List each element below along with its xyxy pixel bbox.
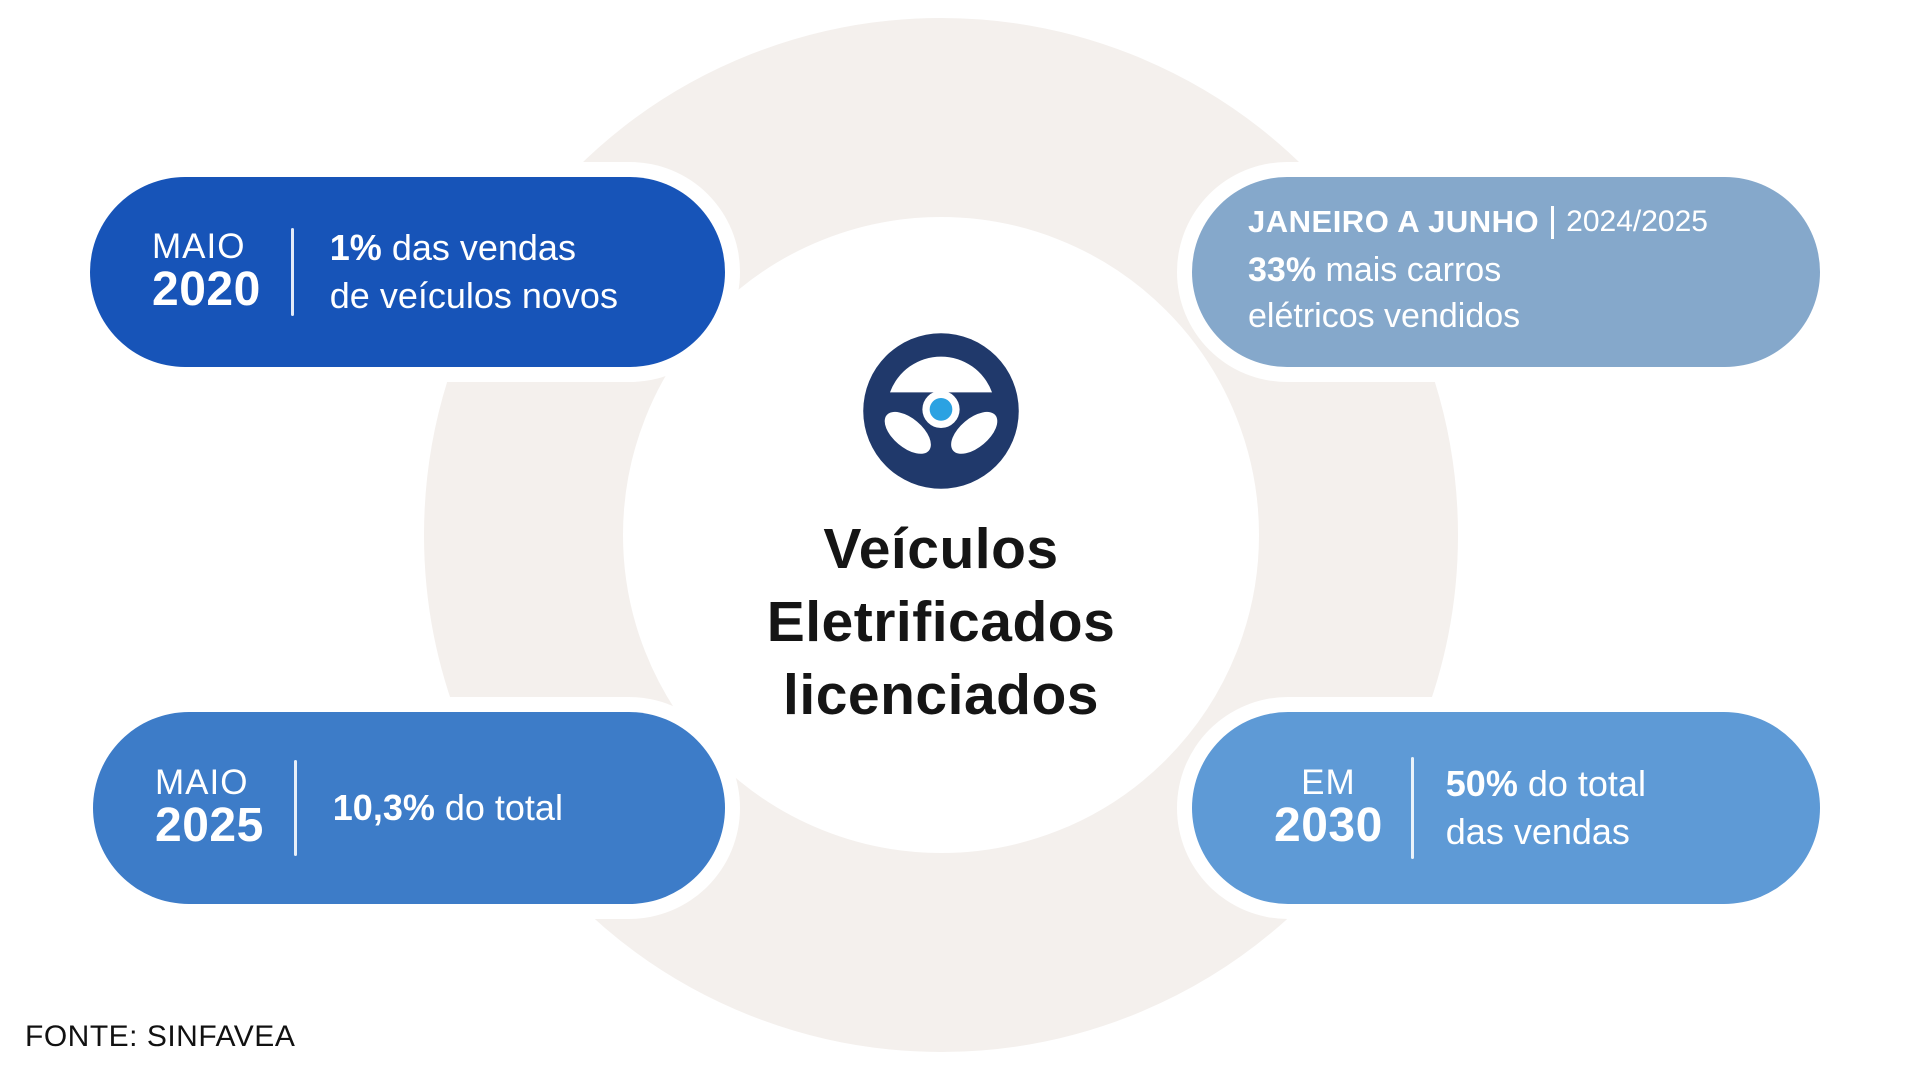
source-label: FONTE: SINFAVEA [25, 1020, 296, 1053]
divider-line [290, 228, 294, 316]
card-period: EM [1301, 763, 1356, 803]
divider-line [1410, 757, 1414, 859]
card-period-block: MAIO 2025 [155, 764, 264, 852]
title-line-1: Veículos [823, 517, 1059, 581]
card-period-block: MAIO 2020 [152, 228, 261, 316]
stat-value: 50% [1445, 763, 1518, 805]
card-period-block: JANEIRO A JUNHO 2024/2025 [1248, 204, 1708, 240]
divider-line [1551, 205, 1555, 239]
card-period-block: EM 2030 [1274, 764, 1383, 852]
stat-line-1: 1% das vendas [329, 227, 576, 269]
center-block: Veículos Eletrificados licenciados [541, 330, 1341, 732]
card-period: MAIO [152, 227, 246, 267]
title-line-3: licenciados [783, 662, 1099, 727]
card-em-2030: EM 2030 50% do total das vendas [1192, 712, 1820, 904]
stat-line-1: 50% do total [1445, 763, 1646, 805]
card-period: MAIO [155, 763, 249, 803]
stat-value: 10,3% [332, 787, 435, 829]
card-period: JANEIRO A JUNHO [1248, 204, 1540, 240]
card-year: 2030 [1274, 799, 1383, 853]
steering-wheel-icon [863, 333, 1019, 489]
stat-value: 1% [329, 227, 382, 269]
card-maio-2025: MAIO 2025 10,3% do total [93, 712, 725, 904]
stat-line-2: elétricos vendidos [1248, 297, 1521, 335]
card-stat: 1% das vendas de veículos novos [330, 224, 618, 320]
page-title: Veículos Eletrificados licenciados [541, 513, 1341, 732]
stat-line-1: 33% mais carros [1248, 251, 1502, 290]
card-stat: 10,3% do total [333, 784, 563, 832]
divider-line [293, 760, 297, 856]
title-line-2: Eletrificados [766, 589, 1116, 654]
card-maio-2020: MAIO 2020 1% das vendas de veículos novo… [90, 177, 725, 367]
stat-value: 33% [1248, 251, 1317, 290]
card-year: 2020 [152, 263, 261, 317]
stat-line-2: de veículos novos [329, 275, 618, 316]
stat-line-2: das vendas [1445, 811, 1630, 852]
stat-line-1: 10,3% do total [332, 787, 563, 829]
card-janeiro-junho: JANEIRO A JUNHO 2024/2025 33% mais carro… [1192, 177, 1820, 367]
card-year: 2025 [155, 799, 264, 853]
card-stat: 50% do total das vendas [1446, 760, 1646, 856]
card-period-detail: 2024/2025 [1566, 205, 1708, 239]
